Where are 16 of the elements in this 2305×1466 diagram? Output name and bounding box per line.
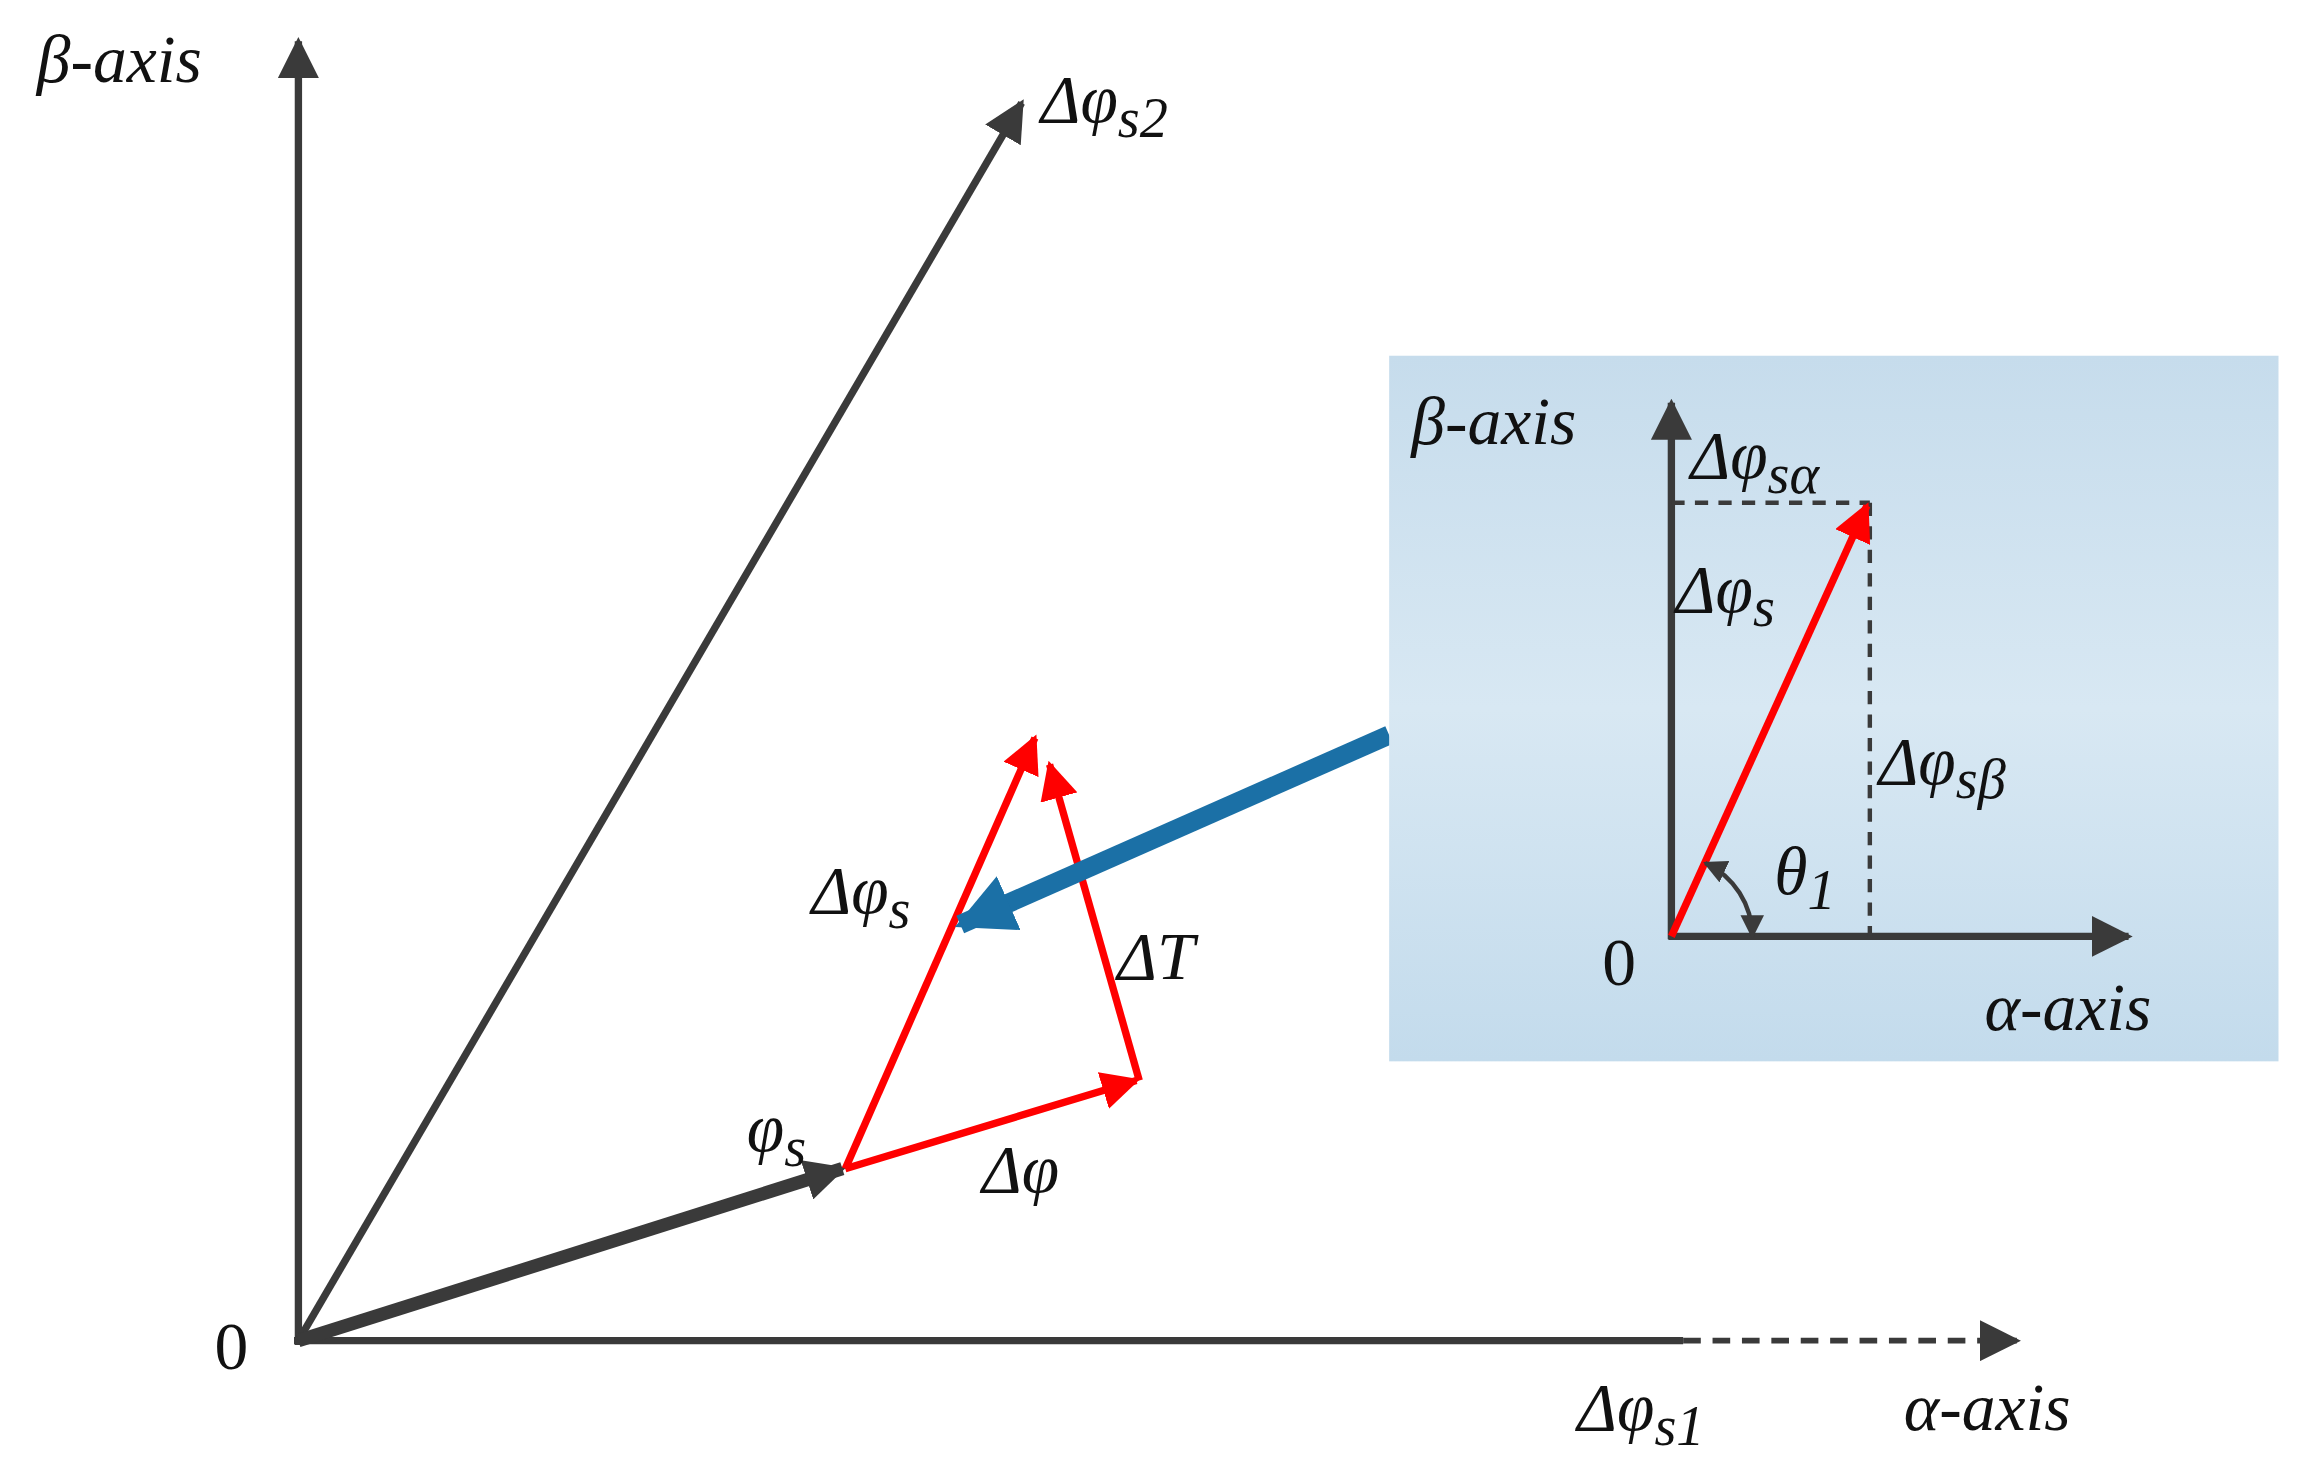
axis-label: β-axis xyxy=(36,26,202,95)
vector-label: Δφ xyxy=(981,1136,1060,1204)
axis-label: β-axis xyxy=(1411,388,1577,456)
vector-label: Δφ$_{s1}$ xyxy=(1577,1374,1705,1455)
angle-label: θ$_{1}$ xyxy=(1774,837,1836,919)
axis-label: α-axis xyxy=(1903,1374,2071,1443)
vector-label: Δφ$_{s}$ xyxy=(811,857,911,938)
vector-label: Δφ$_{s2}$ xyxy=(1040,66,1168,147)
vector-label: φ$_{s}$ xyxy=(746,1095,807,1176)
axis-label: α-axis xyxy=(1984,974,2152,1043)
vector-label: Δφ$_{sα}$ xyxy=(1690,421,1820,503)
vector-label: Δφ$_{sβ}$ xyxy=(1878,727,2006,808)
origin-label: 0 xyxy=(214,1312,249,1381)
vector-label: Δφ$_{s}$ xyxy=(1675,555,1775,636)
inset-panel xyxy=(1389,355,2279,1062)
origin-label: 0 xyxy=(1602,929,1637,997)
